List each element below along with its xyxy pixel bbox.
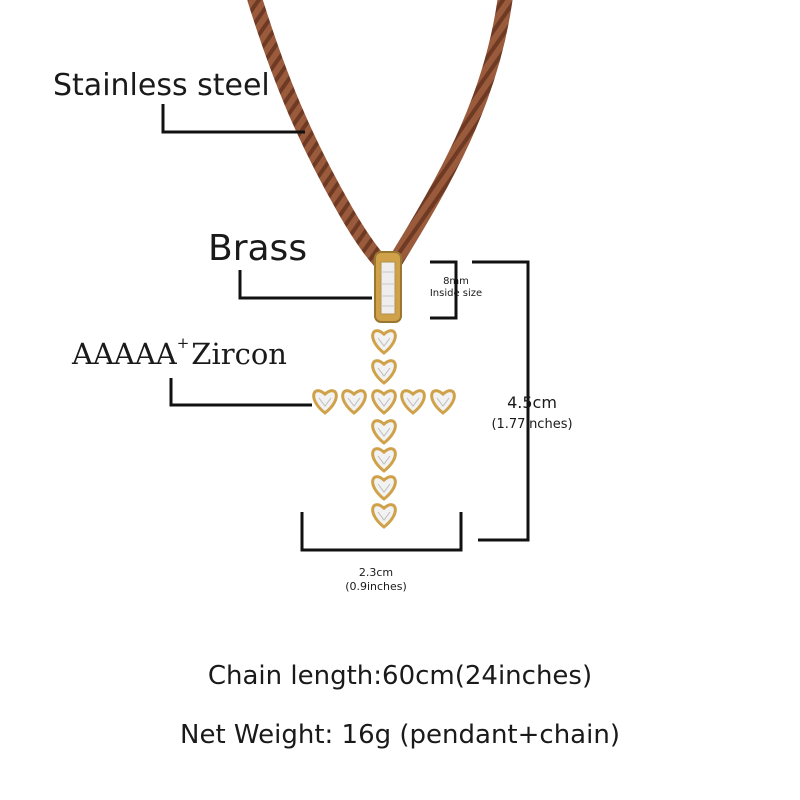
zircon-grade: AAAAA (72, 337, 177, 371)
bail-size-label: 8mm Inside size (424, 276, 488, 300)
height-in: (1.77inches) (491, 417, 573, 432)
zircon-stone (371, 447, 397, 473)
zircon-stone (371, 329, 397, 355)
zircon-stone (430, 389, 456, 415)
zircon-word: Zircon (191, 337, 287, 371)
height-bracket (472, 260, 530, 542)
zircon-plus: + (176, 334, 190, 352)
stainless-steel-label: Stainless steel (53, 68, 270, 103)
zircon-stone (371, 359, 397, 385)
zircon-stone (371, 419, 397, 445)
zircon-stone (371, 389, 397, 415)
brass-leader-line (238, 270, 372, 300)
width-label: 2.3cm (0.9inches) (336, 566, 416, 594)
zircon-leader-line (169, 378, 312, 407)
zircon-label: AAAAA+Zircon (72, 334, 287, 371)
zircon-stone (371, 503, 397, 529)
height-cm: 4.5cm (507, 393, 557, 412)
cross-pendant (312, 329, 456, 529)
width-cm: 2.3cm (358, 566, 394, 579)
net-weight-spec: Net Weight: 16g (pendant+chain) (180, 720, 620, 750)
brass-bail (374, 251, 402, 323)
bail-size-value: 8mm (443, 276, 469, 287)
rope-chain-right (387, 0, 513, 270)
height-label: 4.5cm (1.77inches) (484, 392, 580, 436)
bail-size-bracket (430, 260, 458, 320)
steel-leader-line (161, 104, 305, 134)
zircon-stone (400, 389, 426, 415)
width-in: (0.9inches) (345, 580, 407, 593)
chain-length-spec: Chain length:60cm(24inches) (207, 661, 593, 691)
rope-chain (247, 0, 396, 278)
zircon-stone (371, 475, 397, 501)
bail-size-note: Inside size (429, 288, 483, 299)
zircon-stone (312, 389, 338, 415)
zircon-stone (341, 389, 367, 415)
brass-label: Brass (208, 228, 308, 269)
width-bracket (300, 512, 463, 552)
